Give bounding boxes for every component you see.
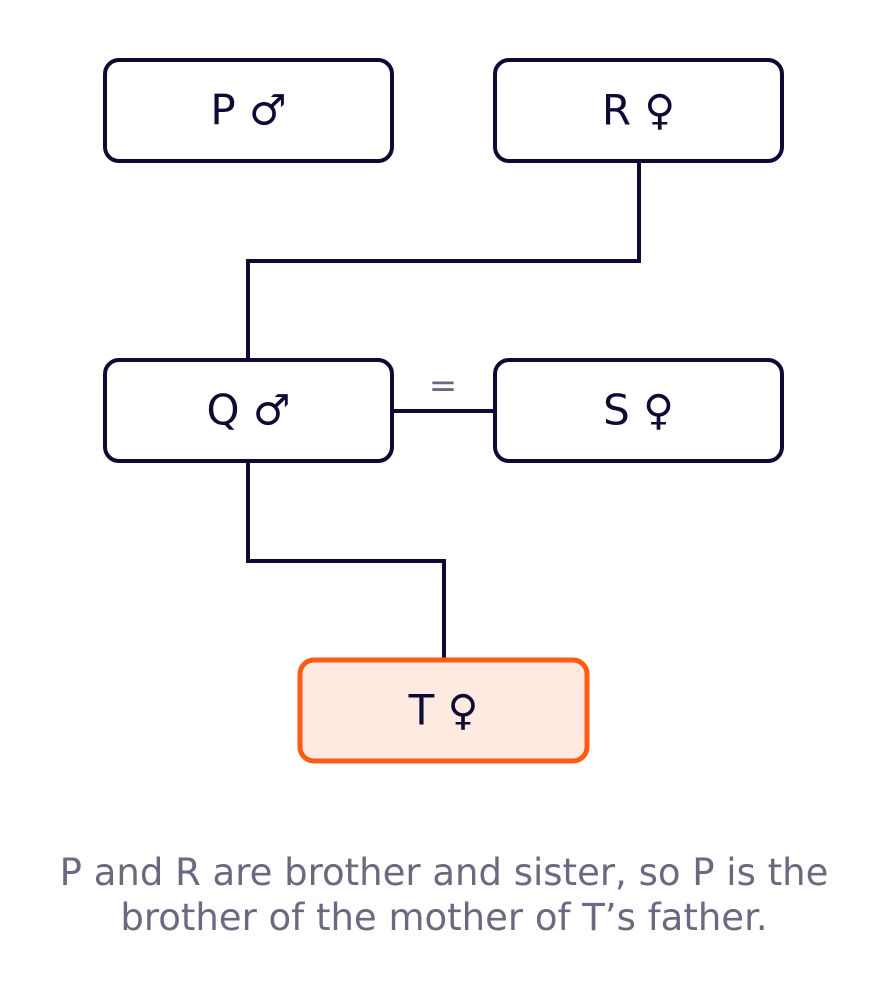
parent-link-r-to-q bbox=[246, 162, 641, 360]
caption: P and R are brother and sister, so P is … bbox=[0, 850, 888, 940]
node-t-label: T ♀ bbox=[408, 686, 479, 735]
node-q: Q ♂ bbox=[103, 358, 394, 463]
caption-line-2: brother of the mother of T’s father. bbox=[120, 896, 768, 939]
node-p-label: P ♂ bbox=[210, 86, 286, 135]
parent-link-q-to-t bbox=[246, 462, 446, 660]
node-q-label: Q ♂ bbox=[206, 386, 290, 435]
node-s: S ♀ bbox=[493, 358, 784, 463]
node-t: T ♀ bbox=[297, 657, 590, 764]
node-p: P ♂ bbox=[103, 58, 394, 163]
marriage-symbol: = bbox=[429, 366, 458, 406]
node-r-label: R ♀ bbox=[602, 86, 675, 135]
node-s-label: S ♀ bbox=[603, 386, 674, 435]
caption-line-1: P and R are brother and sister, so P is … bbox=[59, 851, 829, 894]
node-r: R ♀ bbox=[493, 58, 784, 163]
